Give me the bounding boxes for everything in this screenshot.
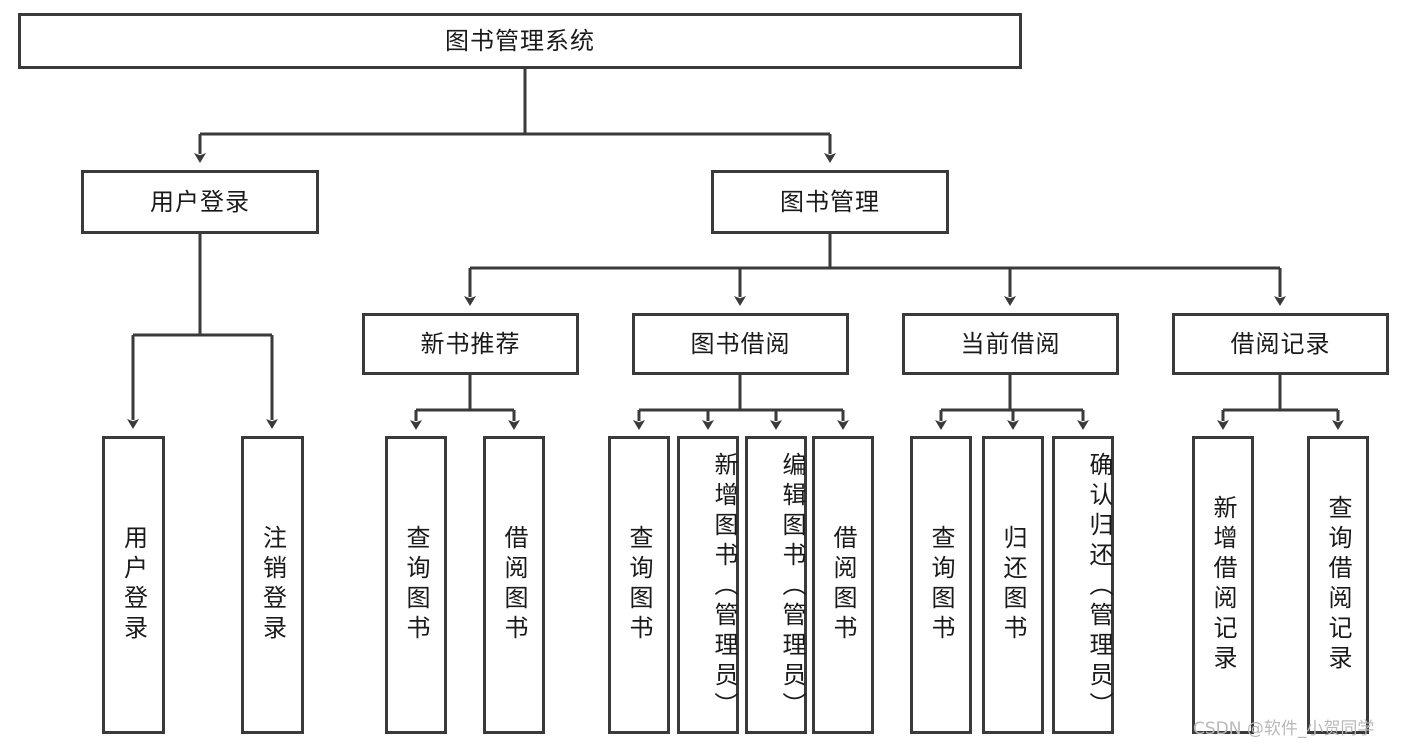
- leaf-logout[interactable]: 注销登录: [241, 436, 304, 734]
- node-book-borrow-label: 图书借阅: [690, 329, 791, 358]
- leaf-return-book-label: 归还图书: [999, 525, 1027, 645]
- leaf-edit-book-label: 编辑图书（管理员）: [778, 452, 806, 722]
- leaf-confirm-return-label: 确认归还（管理员）: [1085, 452, 1113, 722]
- leaf-borrow-book-2[interactable]: 借阅图书: [812, 436, 874, 734]
- leaf-borrow-book-1[interactable]: 借阅图书: [483, 436, 545, 734]
- node-new-book-rec[interactable]: 新书推荐: [362, 313, 579, 375]
- leaf-query-book-3-label: 查询图书: [927, 525, 955, 645]
- leaf-add-record[interactable]: 新增借阅记录: [1192, 436, 1254, 734]
- leaf-add-book[interactable]: 新增图书（管理员）: [677, 436, 739, 734]
- node-current-borrow[interactable]: 当前借阅: [902, 313, 1119, 375]
- leaf-query-record[interactable]: 查询借阅记录: [1307, 436, 1369, 734]
- leaf-add-record-label: 新增借阅记录: [1209, 495, 1237, 675]
- leaf-logout-label: 注销登录: [258, 525, 287, 645]
- leaf-confirm-return[interactable]: 确认归还（管理员）: [1052, 436, 1114, 734]
- leaf-query-book-3[interactable]: 查询图书: [910, 436, 972, 734]
- leaf-query-book-2[interactable]: 查询图书: [608, 436, 670, 734]
- leaf-query-book-1[interactable]: 查询图书: [385, 436, 447, 734]
- leaf-query-book-1-label: 查询图书: [402, 525, 430, 645]
- leaf-borrow-book-1-label: 借阅图书: [500, 525, 528, 645]
- node-user-login[interactable]: 用户登录: [81, 170, 319, 234]
- leaf-query-record-label: 查询借阅记录: [1324, 495, 1352, 675]
- node-borrow-record-label: 借阅记录: [1230, 329, 1331, 358]
- node-root-label: 图书管理系统: [445, 26, 595, 55]
- node-root[interactable]: 图书管理系统: [18, 13, 1022, 69]
- node-user-login-label: 用户登录: [150, 187, 250, 216]
- leaf-borrow-book-2-label: 借阅图书: [829, 525, 857, 645]
- csdn-watermark: CSDN @软件_小贺同学: [1193, 719, 1375, 739]
- node-book-borrow[interactable]: 图书借阅: [632, 313, 849, 375]
- node-book-manage-label: 图书管理: [780, 187, 880, 216]
- leaf-query-book-2-label: 查询图书: [625, 525, 653, 645]
- node-current-borrow-label: 当前借阅: [960, 329, 1061, 358]
- leaf-user-login-label: 用户登录: [119, 525, 148, 645]
- node-borrow-record[interactable]: 借阅记录: [1172, 313, 1389, 375]
- node-book-manage[interactable]: 图书管理: [711, 170, 949, 234]
- leaf-return-book[interactable]: 归还图书: [982, 436, 1044, 734]
- leaf-add-book-label: 新增图书（管理员）: [710, 452, 738, 722]
- leaf-user-login[interactable]: 用户登录: [102, 436, 165, 734]
- leaf-edit-book[interactable]: 编辑图书（管理员）: [745, 436, 807, 734]
- node-new-book-rec-label: 新书推荐: [420, 329, 521, 358]
